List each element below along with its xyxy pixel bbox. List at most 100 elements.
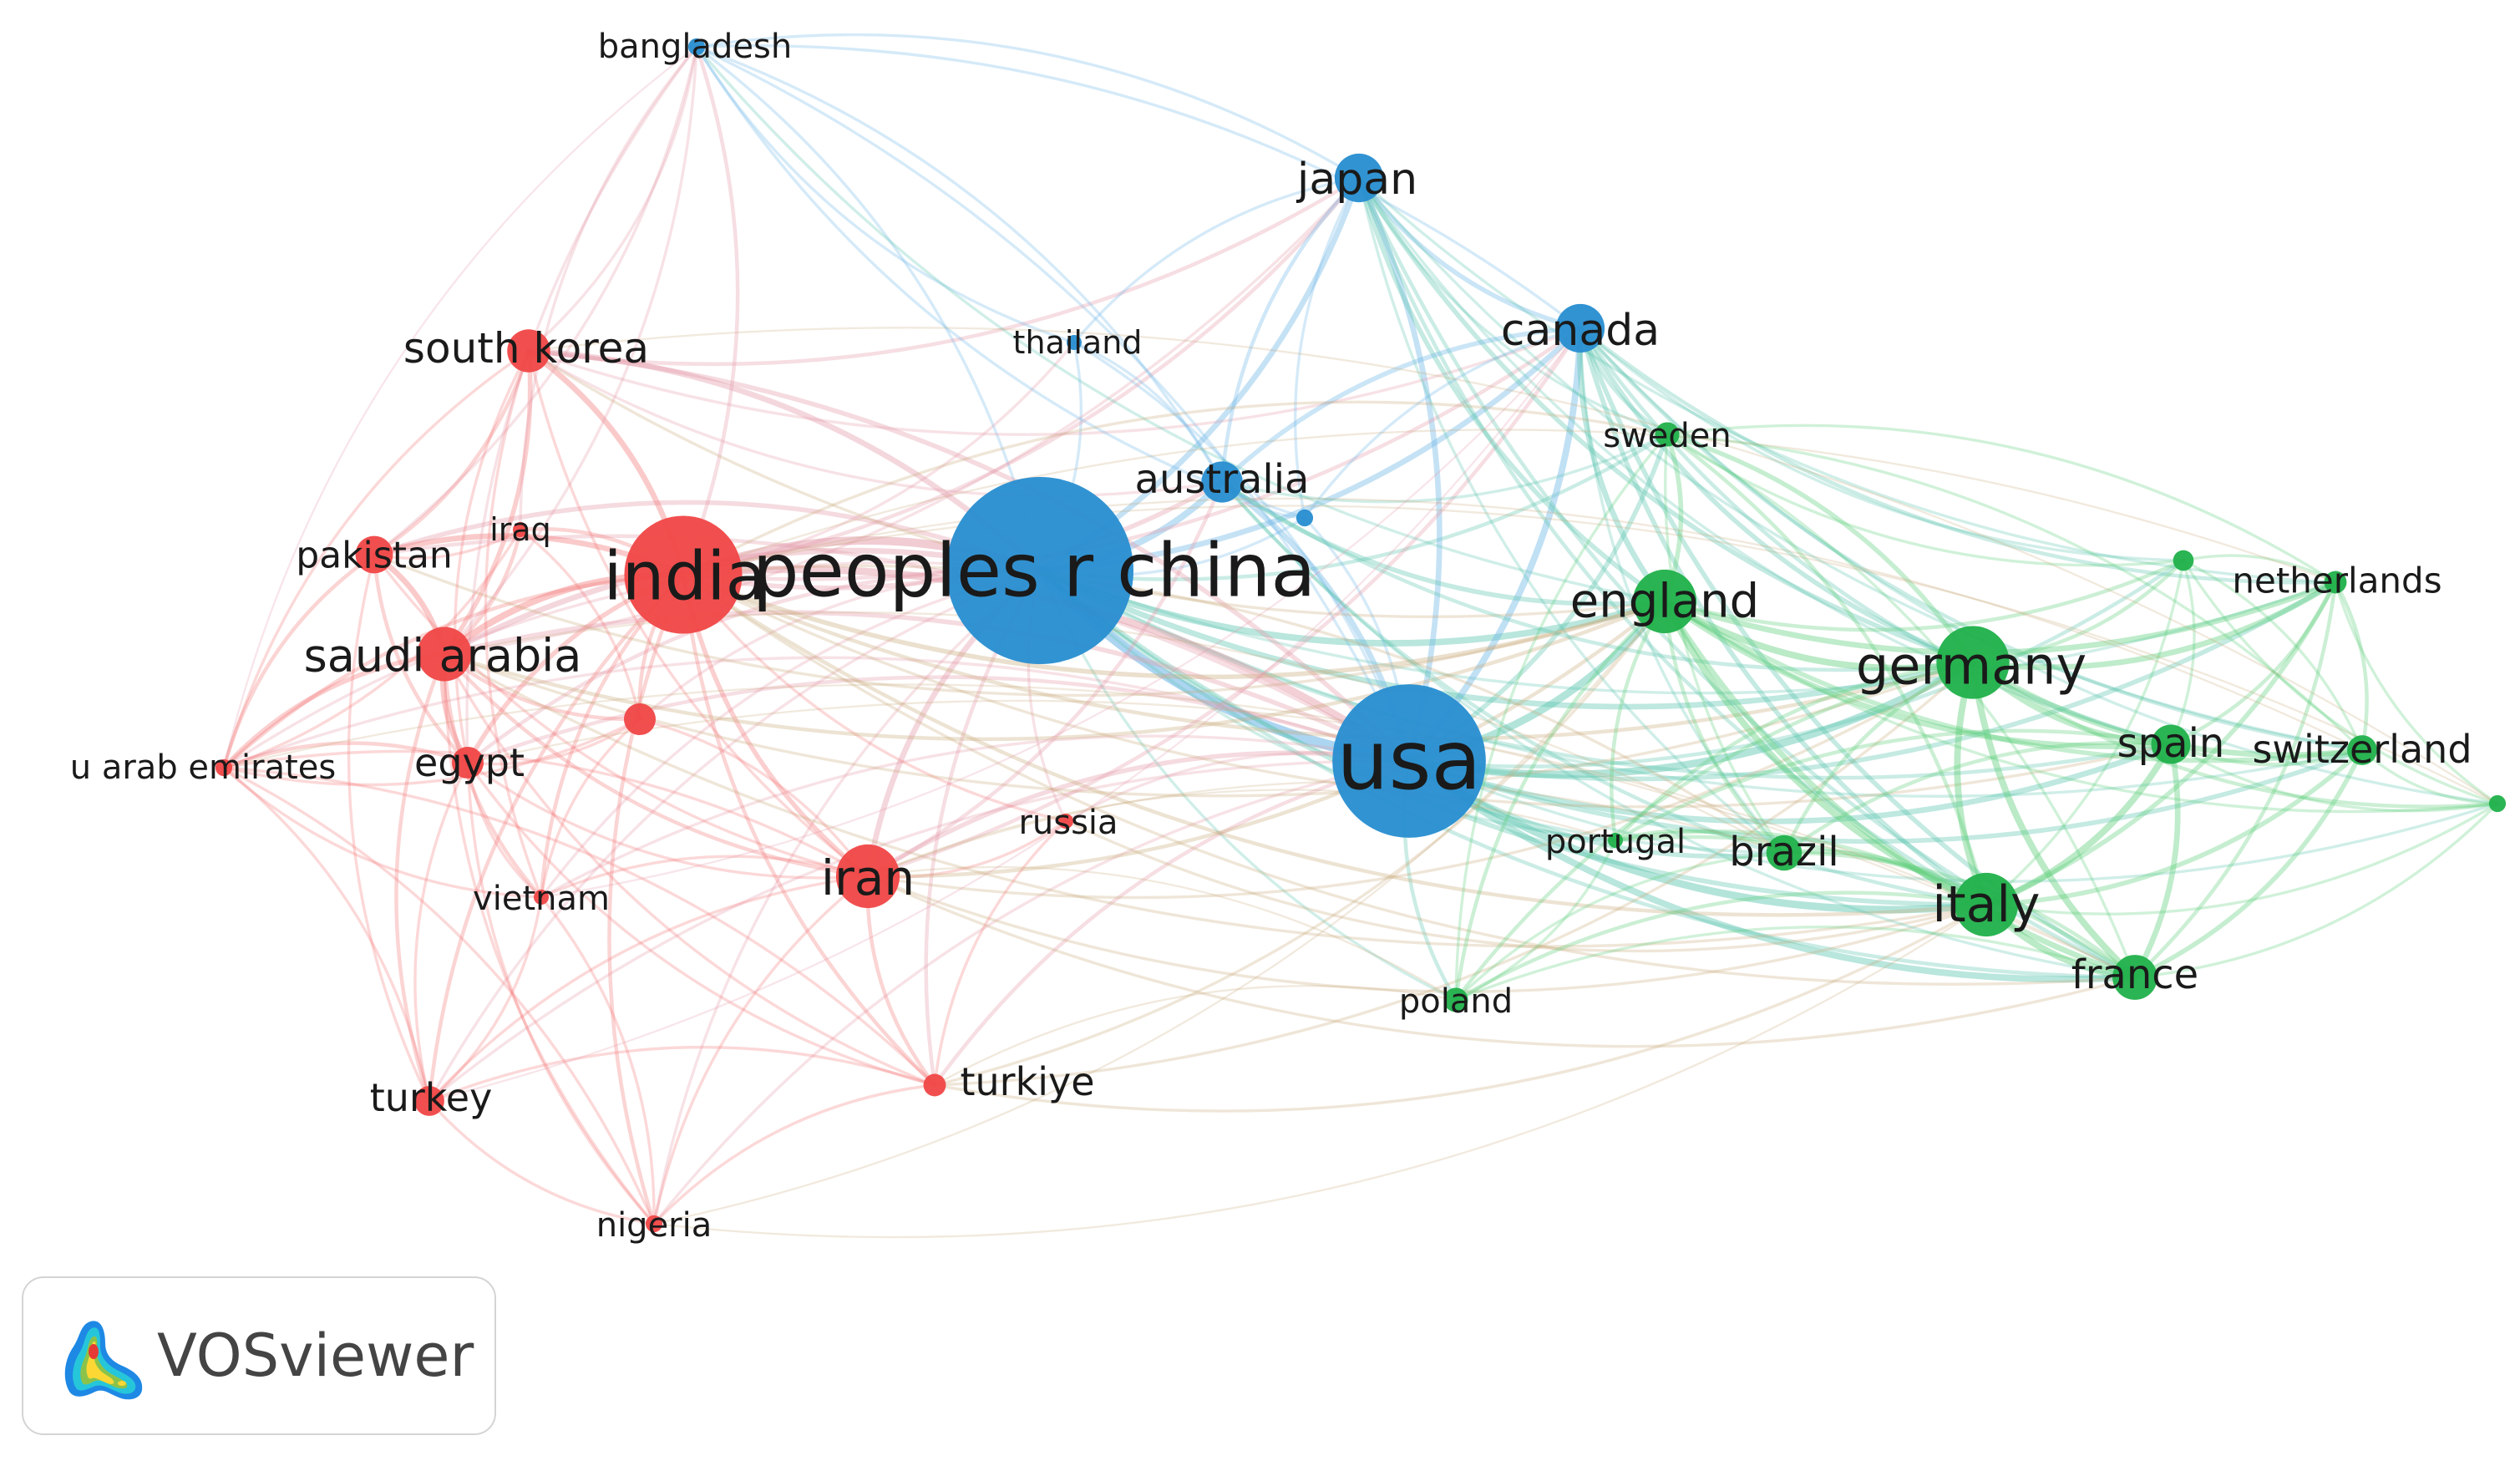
label-russia[interactable]: russia [1018,804,1118,842]
node-green-unlabeled-2[interactable] [2488,794,2507,813]
label-england[interactable]: england [1570,575,1759,629]
label-peoples-r-china[interactable]: peoples r china [753,528,1316,614]
link-south-korea-bangladesh [527,45,698,353]
node-thailand[interactable] [1067,335,1082,350]
node-peoples-r-china[interactable] [946,477,1133,664]
node-brazil[interactable] [1766,834,1803,871]
node-canada[interactable] [1555,303,1605,353]
link-switzerland-green-unlabeled-2 [2360,748,2499,805]
node-turkey[interactable] [414,1086,444,1116]
label-iran[interactable]: iran [821,850,915,906]
node-australia[interactable] [1201,461,1243,503]
node-portugal[interactable] [1608,833,1623,848]
label-poland[interactable]: poland [1399,982,1513,1021]
label-australia[interactable]: australia [1135,456,1310,503]
node-south-korea[interactable] [507,329,550,373]
link-egypt-iran [466,761,870,880]
node-nigeria[interactable] [645,1215,663,1233]
node-india[interactable] [624,515,743,634]
link-peoples-r-china-u-arab-emirates [222,561,1042,769]
link-pakistan-iran [373,553,870,878]
node-france[interactable] [2112,955,2157,1000]
label-turkey[interactable]: turkey [370,1075,493,1120]
link-iran-italy [866,875,1988,993]
label-france[interactable]: france [2071,951,2198,998]
link-portugal-iran [866,789,1617,878]
node-vietnam[interactable] [534,890,549,905]
node-russia[interactable] [1058,814,1073,829]
label-italy[interactable]: italy [1932,875,2040,934]
node-italy[interactable] [1954,872,2019,937]
link-canada-netherlands [1578,326,2338,585]
link-japan-canada [1356,175,1583,331]
link-japan-switzerland [1357,176,2364,752]
label-pakistan[interactable]: pakistan [296,535,453,577]
node-germany[interactable] [1936,626,2010,699]
link-usa-green-unlabeled-1 [1407,558,2186,769]
node-usa[interactable] [1332,684,1486,838]
link-canada-germany [1578,326,1975,665]
node-saudi-arabia[interactable] [417,627,472,682]
label-nigeria[interactable]: nigeria [596,1206,712,1245]
node-iraq[interactable] [513,522,528,537]
link-japan-italy [1356,175,1989,907]
link-peoples-r-china-nigeria [652,569,1042,1225]
label-netherlands[interactable]: netherlands [2232,561,2441,601]
node-poland[interactable] [1443,987,1468,1012]
node-sweden[interactable] [1655,422,1680,447]
node-netherlands[interactable] [2324,571,2347,594]
node-turkiye[interactable] [923,1073,946,1097]
node-pakistan[interactable] [355,535,393,574]
link-saudi-arabia-italy [443,652,1988,948]
label-egypt[interactable]: egypt [414,740,525,785]
label-switzerland[interactable]: switzerland [2252,727,2472,772]
link-germany-netherlands [1970,579,2339,671]
node-japan[interactable] [1334,153,1384,203]
node-egypt[interactable] [451,746,484,779]
link-canada-france [1578,326,2137,980]
link-spain-green-unlabeled-1 [2169,559,2196,746]
label-sweden[interactable]: sweden [1603,417,1732,455]
label-saudi-arabia[interactable]: saudi arabia [304,630,582,682]
node-bangladesh[interactable] [687,38,706,56]
label-usa[interactable]: usa [1336,713,1481,809]
link-iran-england [865,599,1667,879]
node-green-unlabeled-1[interactable] [2173,550,2194,571]
label-thailand[interactable]: thailand [1013,324,1143,361]
label-south-korea[interactable]: south korea [403,324,649,373]
link-russia-turkiye [933,819,1067,1087]
link-iran-germany [866,661,1975,900]
node-iran[interactable] [835,844,900,909]
link-pakistan-turkey [347,553,431,1103]
label-bangladesh[interactable]: bangladesh [598,28,792,66]
node-england[interactable] [1632,569,1697,634]
link-south-korea-australia [527,349,1224,498]
node-blue-unlabeled[interactable] [1295,509,1314,527]
link-japan-thailand [1072,176,1361,344]
label-india[interactable]: india [604,538,767,616]
label-brazil[interactable]: brazil [1729,829,1838,875]
label-germany[interactable]: germany [1856,636,2086,697]
link-england-green-unlabeled-1 [1662,558,2186,632]
node-red-unlabeled[interactable] [623,703,657,736]
link-germany-brazil [1782,660,1975,855]
label-vietnam[interactable]: vietnam [473,880,610,918]
link-italy-sweden [1665,432,1989,907]
link-iran-canada [865,326,1583,879]
node-spain[interactable] [2151,724,2191,764]
label-portugal[interactable]: portugal [1545,823,1686,861]
link-saudi-arabia-bangladesh [443,45,698,656]
label-iraq[interactable]: iraq [489,511,551,548]
label-u-arab-emirates[interactable]: u arab emirates [70,748,336,787]
label-spain[interactable]: spain [2117,720,2225,767]
link-france-netherlands [2132,580,2338,980]
label-japan[interactable]: japan [1296,155,1417,205]
node-u-arab-emirates[interactable] [215,758,233,777]
label-turkiye[interactable]: turkiye [960,1059,1094,1104]
link-england-france [1661,598,2138,981]
node-switzerland[interactable] [2347,735,2377,765]
links-layer [221,33,2500,1239]
label-canada[interactable]: canada [1501,306,1660,356]
